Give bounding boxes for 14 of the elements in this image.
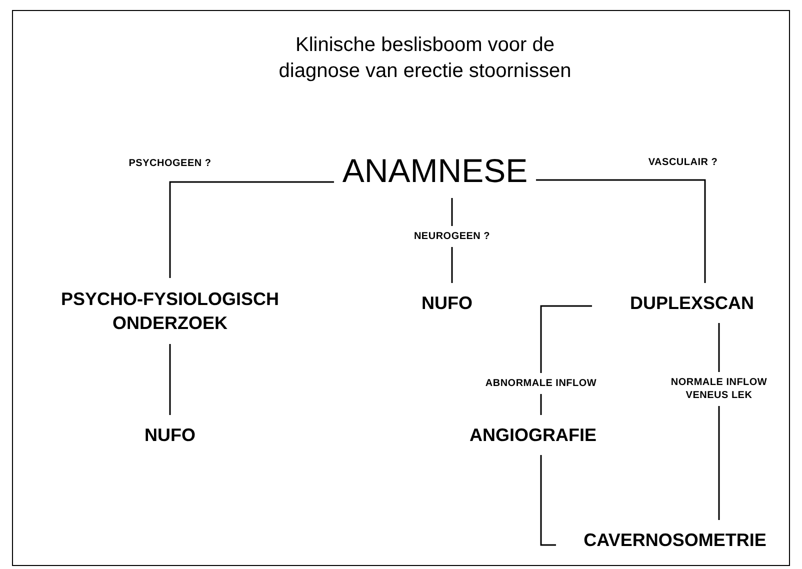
node-text: NUFO [144, 424, 196, 446]
diagram-title: Klinische beslisboom voor de diagnose van erectie stoornissen [278, 33, 572, 84]
node-text: PSYCHO-FYSIOLOGISCH ONDERZOEK [60, 288, 280, 335]
connector-line [540, 455, 556, 546]
connector-line [169, 344, 171, 415]
connector-line [169, 181, 334, 278]
connector-line [536, 179, 706, 283]
edge-label: VASCULAIR ? [647, 156, 719, 170]
node-text: CAVERNOSOMETRIE [584, 528, 766, 552]
node-text: ANGIOGRAFIE [469, 424, 596, 446]
node-text: ANAMNESE [342, 151, 528, 192]
edge-label: PSYCHOGEEN ? [128, 157, 212, 171]
node-text: DUPLEXSCAN [630, 292, 754, 314]
node-text: NUFO [422, 292, 472, 314]
